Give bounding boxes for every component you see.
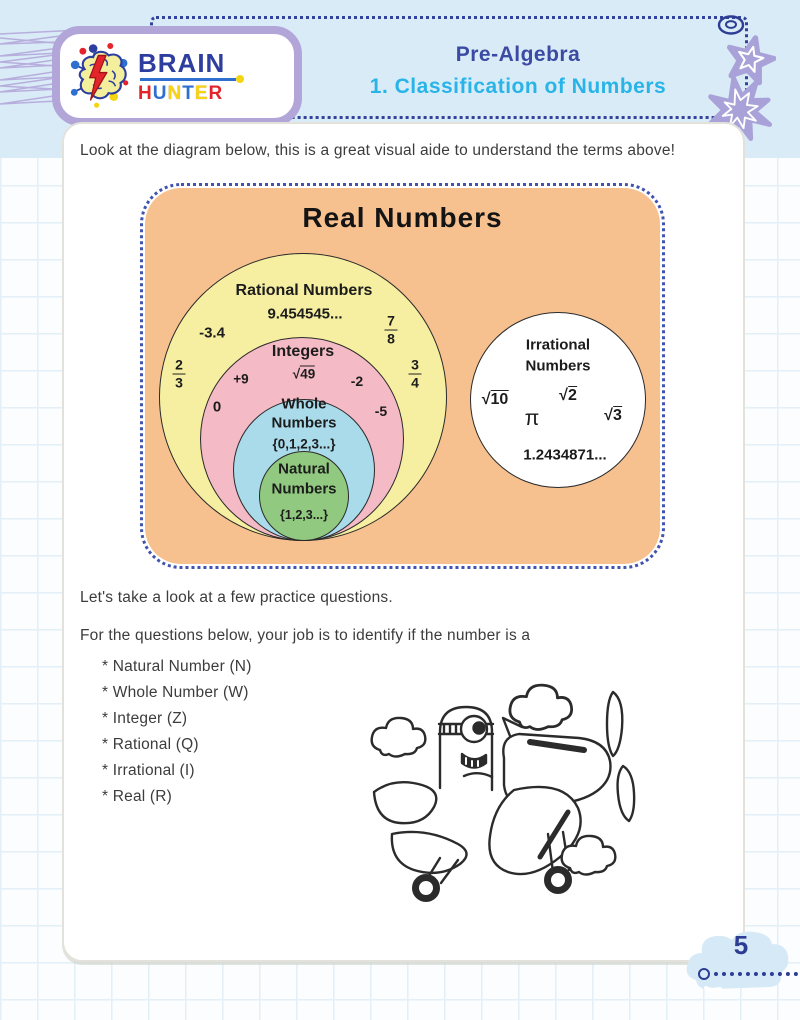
- integer-neg-two: -2: [350, 373, 364, 389]
- intro-text: Look at the diagram below, this is a gre…: [80, 142, 676, 159]
- list-item-natural: * Natural Number (N): [102, 658, 252, 675]
- practice-instruction-text: For the questions below, your job is to …: [80, 627, 531, 644]
- logo-underline: [140, 74, 244, 83]
- natural-numbers-circle: [259, 451, 349, 541]
- page-footer-cloud: 5: [682, 916, 800, 1000]
- star-burst-icon: [708, 76, 773, 141]
- logo-hunter-text: HUNTER: [138, 84, 236, 103]
- radical-symbol: √: [481, 391, 491, 408]
- rational-decimal: 9.454545...: [267, 305, 343, 323]
- page-number: 5: [733, 930, 749, 960]
- sqrt-10: √10: [481, 390, 509, 409]
- spiral-icon: [717, 15, 745, 35]
- natural-title-line2: Numbers: [271, 480, 337, 498]
- lesson-title: 1. Classification of Numbers: [369, 75, 667, 98]
- whole-title-line1: Whole: [281, 395, 327, 413]
- fraction-denominator: 3: [175, 374, 183, 391]
- dots: [714, 972, 800, 976]
- irrational-numbers-circle: [470, 312, 646, 488]
- rational-title: Rational Numbers: [235, 282, 373, 299]
- star-icon: [726, 35, 776, 86]
- hunter-letter: H: [138, 82, 153, 104]
- fraction-bar: [384, 329, 398, 331]
- rational-neg-decimal: -3.4: [199, 324, 225, 342]
- subject-title: Pre-Algebra: [455, 43, 581, 66]
- sqrt-2: √2: [559, 386, 577, 405]
- sqrt-49: √49: [292, 365, 316, 382]
- hunter-letter: E: [194, 82, 209, 104]
- integer-neg-five: -5: [374, 403, 388, 419]
- list-item-rational: * Rational (Q): [102, 736, 199, 753]
- hunter-letter: N: [167, 82, 183, 104]
- whole-set-notation: {0,1,2,3...}: [272, 436, 336, 452]
- list-item-integer: * Integer (Z): [102, 710, 188, 727]
- hunter-letter: R: [208, 82, 224, 104]
- hunter-letter: T: [182, 82, 195, 104]
- fraction-bar: [408, 373, 422, 375]
- venn-diagram-panel: Real Numbers Rational Numbers 9.454545..…: [140, 183, 665, 569]
- integer-pos-nine: +9: [233, 371, 249, 387]
- fraction-numerator: 7: [387, 312, 395, 329]
- list-item-real: * Real (R): [102, 788, 173, 805]
- radical-symbol: √: [292, 366, 301, 382]
- radicand: 3: [612, 406, 622, 424]
- fraction-bar: [172, 373, 186, 375]
- list-item-irrational: * Irrational (I): [102, 762, 195, 779]
- circle-icon: [698, 968, 710, 980]
- practice-intro-text: Let's take a look at a few practice ques…: [80, 589, 393, 606]
- hunter-letter: U: [152, 82, 168, 104]
- fraction-denominator: 4: [411, 374, 419, 391]
- content-card: Look at the diagram below, this is a gre…: [62, 122, 745, 962]
- radicand: 49: [300, 365, 316, 382]
- fraction-denominator: 8: [387, 330, 395, 347]
- brain-logo-icon: [70, 43, 129, 108]
- number-type-list: * Natural Number (N) * Whole Number (W) …: [102, 658, 252, 814]
- list-item-whole: * Whole Number (W): [102, 684, 249, 701]
- natural-title-line1: Natural: [278, 460, 330, 478]
- radicand: 2: [567, 386, 577, 404]
- irrational-decimal: 1.2434871...: [523, 446, 607, 464]
- diagram-title: Real Numbers: [302, 202, 503, 233]
- fraction-numerator: 2: [175, 356, 183, 373]
- radicand: 10: [490, 390, 509, 408]
- airplane-illustration: [370, 683, 636, 902]
- brand-logo-card: BRAIN HUNTER: [52, 26, 302, 126]
- whole-title-line2: Numbers: [271, 414, 337, 432]
- integers-title: Integers: [271, 343, 335, 360]
- integer-zero: 0: [212, 398, 222, 416]
- yellow-dot-icon: [236, 74, 244, 83]
- irrational-title-line2: Numbers: [525, 357, 591, 375]
- pi-symbol: π: [524, 407, 540, 430]
- dotted-line: [698, 968, 800, 980]
- irrational-title-line1: Irrational: [525, 336, 591, 354]
- sqrt-3: √3: [604, 406, 622, 425]
- logo-brain-text: BRAIN: [138, 47, 226, 78]
- radical-symbol: √: [604, 407, 613, 424]
- radical-symbol: √: [559, 387, 568, 404]
- natural-set-notation: {1,2,3...}: [280, 508, 328, 522]
- fraction-numerator: 3: [411, 356, 419, 373]
